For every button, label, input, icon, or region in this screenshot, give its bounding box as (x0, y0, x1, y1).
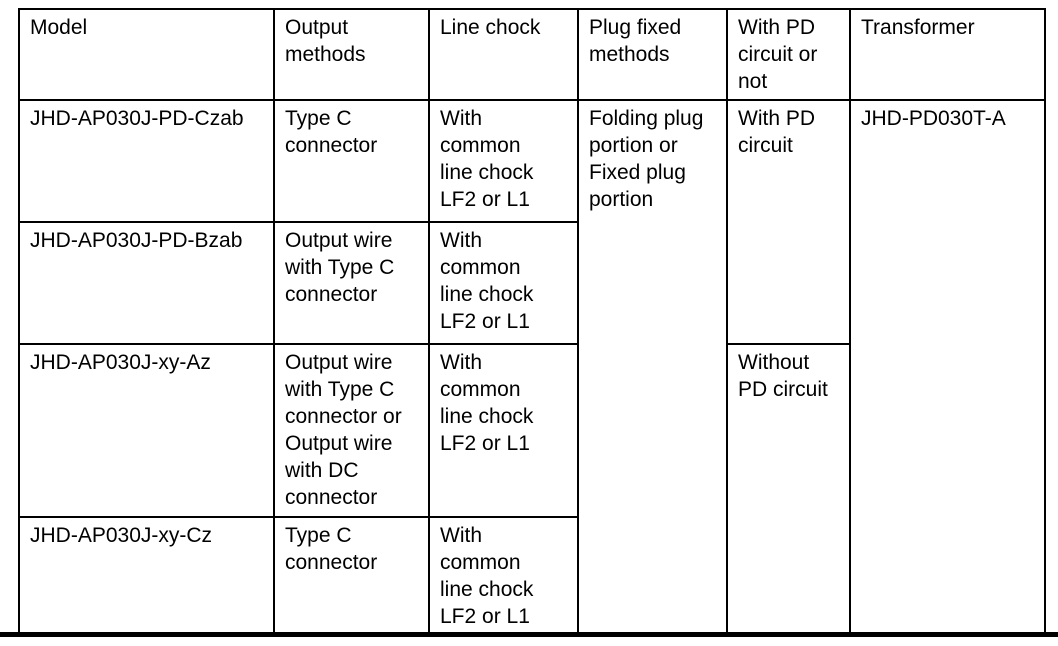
cell-line-chock: With common line chock LF2 or L1 (428, 99, 579, 223)
cell-output-method: Output wire with Type C connector or Out… (273, 343, 430, 518)
column-header-model: Model (18, 8, 275, 101)
column-header-output-methods: Output methods (273, 8, 430, 101)
column-header-pd-circuit: With PD circuit or not (726, 8, 851, 101)
cell-model: JHD-AP030J-xy-Cz (18, 516, 275, 636)
cell-transformer: JHD-PD030T-A (849, 99, 1046, 636)
cell-model: JHD-AP030J-PD-Bzab (18, 221, 275, 345)
table-row: JHD-AP030J-xy-Cz Type C connector With c… (18, 516, 1045, 636)
cell-line-chock: With common line chock LF2 or L1 (428, 221, 579, 345)
table-row: JHD-AP030J-PD-Bzab Output wire with Type… (18, 221, 1045, 345)
column-header-line-chock: Line chock (428, 8, 579, 101)
cell-output-method: Type C connector (273, 516, 430, 636)
cell-output-method: Type C connector (273, 99, 430, 223)
cell-line-chock: With common line chock LF2 or L1 (428, 516, 579, 636)
cell-model: JHD-AP030J-PD-Czab (18, 99, 275, 223)
cell-with-pd-circuit: With PD circuit (726, 99, 851, 345)
cell-model: JHD-AP030J-xy-Az (18, 343, 275, 518)
product-spec-table: Model Output methods Line chock Plug fix… (18, 8, 1046, 636)
column-header-transformer: Transformer (849, 8, 1046, 101)
cell-output-method: Output wire with Type C connector (273, 221, 430, 345)
cell-plug-fixed-method: Folding plug portion or Fixed plug porti… (577, 99, 728, 636)
cell-line-chock: With common line chock LF2 or L1 (428, 343, 579, 518)
table-row: JHD-AP030J-PD-Czab Type C connector With… (18, 99, 1046, 636)
horizontal-rule (0, 632, 1058, 637)
header-row: Model Output methods Line chock Plug fix… (18, 8, 1046, 101)
column-header-plug-fixed-methods: Plug fixed methods (577, 8, 728, 101)
cell-without-pd-circuit: Without PD circuit (726, 343, 851, 636)
